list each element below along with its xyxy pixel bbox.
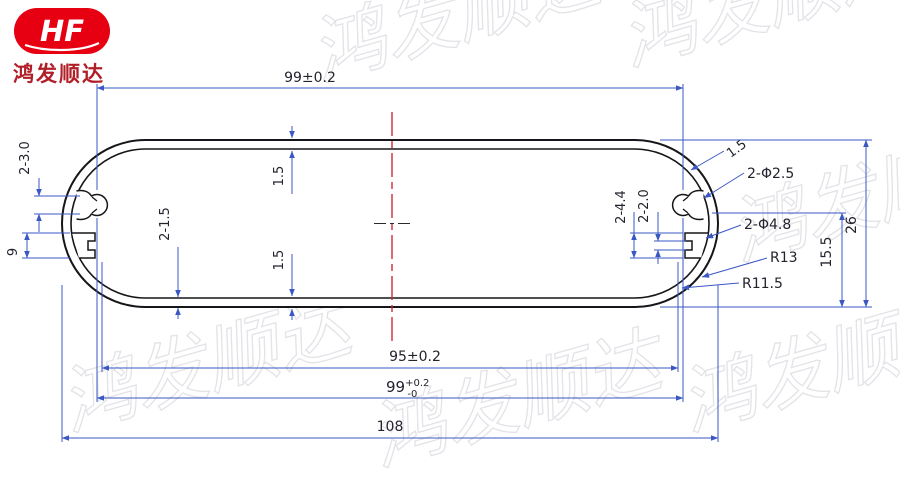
leader-line [690,150,725,171]
dim-boss-width: 2-4.4 [614,190,683,259]
leader-hole-large: 2-Φ4.8 [705,217,791,239]
dim-wall-pair: 2-1.5 [158,207,181,319]
dim-height-partial: 15.5 [712,212,846,308]
dim-label-width-total: 108 [377,419,404,435]
dim-width-tol: 99+0.2-0 [96,218,684,402]
leader-line [701,257,768,278]
watermark-text: 鸿发顺达 [301,0,617,97]
dim-label-height-partial: 15.5 [819,236,835,267]
dim-label-notch-left: 9 [6,248,21,256]
leader-line [681,282,740,291]
right-screw-boss [671,189,704,221]
profile-inner-contour [70,148,710,299]
dim-label-radius-outer: R13 [770,250,798,266]
left-screw-boss-nubs [91,196,98,214]
dim-label-boss-width: 2-4.4 [614,190,629,224]
left-slot-notch [72,232,96,259]
dim-width-top: 99±0.2 [96,70,684,190]
dim-label-boss-slot: 2-2.0 [637,189,652,223]
logo-monogram: HF [40,14,84,48]
company-name: 鸿发顺达 [13,62,105,86]
dim-label-hole-small: 2-Φ2.5 [747,166,794,182]
dim-corner-wall: 1.5 [690,137,750,171]
dim-label-height-total: 26 [844,216,860,234]
watermark-text: 鸿发顺达 [721,111,900,277]
logo-swoosh [24,42,100,52]
dim-width-total: 108 [61,285,719,442]
dim-label-wall-top: 1.5 [272,166,287,187]
dim-label-width-mid: 95±0.2 [389,349,441,365]
dim-boss-slot: 2-2.0 [637,189,686,264]
dim-label-width-tol-sup: +0.2 [405,378,429,389]
dim-label-wall-bottom: 1.5 [272,250,287,271]
left-screw-boss [76,189,109,221]
dim-slot-left: 2-3.0 [18,141,80,232]
dim-label-width-top: 99±0.2 [284,70,336,86]
leader-line [703,172,745,199]
right-screw-boss-nubs [682,196,689,214]
dim-label-wall-pair: 2-1.5 [158,207,173,241]
dim-label-width-tol: 99+0.2-0 [386,378,429,400]
dim-label-radius-inner: R11.5 [742,276,783,292]
leader-hole-small: 2-Φ2.5 [703,166,794,199]
dim-wall-bottom: 1.5 [272,250,295,320]
dim-wall-top: 1.5 [272,126,295,194]
leader-radius-inner: R11.5 [681,276,783,292]
dim-label-width-tol-sub: -0 [407,389,417,400]
leader-line [705,224,742,239]
profile-drawing [61,112,719,344]
logo-badge [14,8,110,54]
dim-label-width-tol-main: 99 [386,378,405,396]
logo: HF 鸿发顺达 [13,8,110,86]
dim-label-hole-large: 2-Φ4.8 [744,217,791,233]
dim-width-mid: 95±0.2 [101,262,679,372]
dim-height-total: 26 [660,139,872,308]
dimension-annotations: 99±0.2 2-3.0 9 2-1.5 1.5 [6,70,872,442]
leader-radius-outer: R13 [701,250,798,278]
watermark-text: 鸿发顺达 [611,0,900,82]
dim-label-slot-left: 2-3.0 [18,141,33,175]
dim-notch-left: 9 [6,232,70,259]
dim-label-corner-wall: 1.5 [724,137,750,161]
right-slot-notch [684,232,708,259]
